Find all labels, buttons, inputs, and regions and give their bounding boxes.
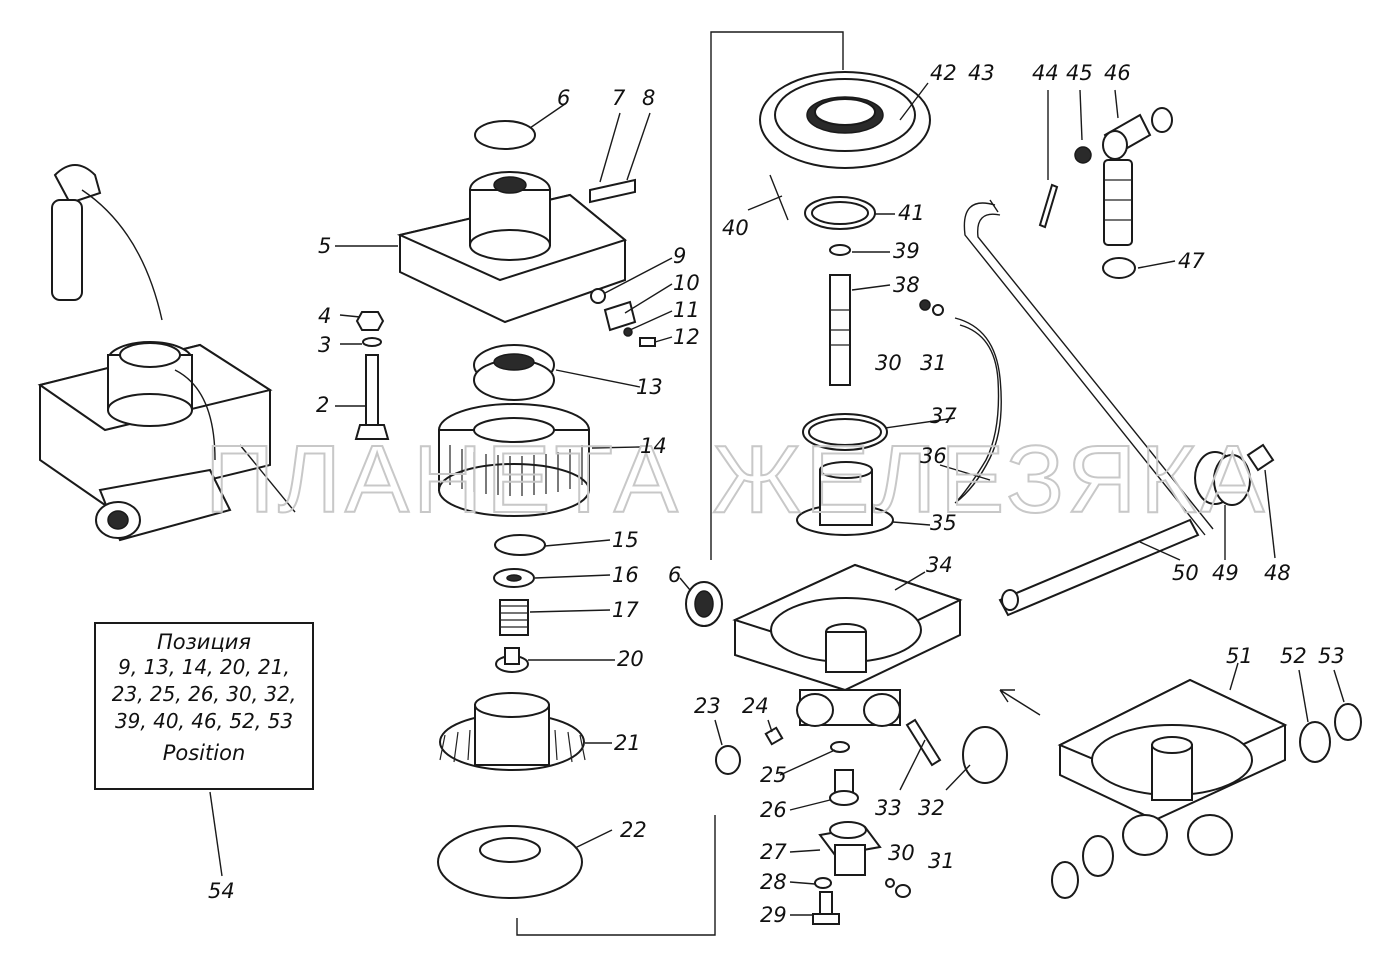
label-39: 39 <box>893 239 920 263</box>
label-34: 34 <box>926 553 953 577</box>
label-32: 32 <box>918 796 945 820</box>
label-31-lower: 31 <box>928 849 955 873</box>
label-38: 38 <box>893 273 920 297</box>
leader-lines <box>209 82 1345 916</box>
label-31-upper: 31 <box>920 351 947 375</box>
label-30-upper: 30 <box>875 351 902 375</box>
label-41: 41 <box>898 201 925 225</box>
label-15: 15 <box>612 528 639 552</box>
label-6-top: 6 <box>557 86 570 110</box>
label-12: 12 <box>673 325 700 349</box>
label-6-middle: 6 <box>668 563 681 587</box>
callout-labels: 2 3 4 5 6 6 7 8 9 10 11 12 13 14 15 16 1… <box>208 61 1345 927</box>
legend-line-2: 23, 25, 26, 30, 32, <box>111 682 297 706</box>
label-49: 49 <box>1212 561 1239 585</box>
right-column-parts <box>963 107 1362 899</box>
watermark: ПЛАНЕТА ЖЕЛЕЗЯКА <box>205 426 1268 533</box>
label-2: 2 <box>316 393 329 417</box>
label-24: 24 <box>742 694 769 718</box>
label-33: 33 <box>875 796 902 820</box>
label-54: 54 <box>208 879 235 903</box>
label-3: 3 <box>318 333 331 357</box>
label-11: 11 <box>673 298 700 322</box>
bracket-upper <box>710 31 844 560</box>
label-25: 25 <box>760 763 787 787</box>
label-48: 48 <box>1264 561 1291 585</box>
label-4: 4 <box>318 304 331 328</box>
label-30-lower: 30 <box>888 841 915 865</box>
label-10: 10 <box>673 271 700 295</box>
label-52: 52 <box>1280 644 1307 668</box>
label-37: 37 <box>930 404 957 428</box>
label-17: 17 <box>612 598 639 622</box>
label-50: 50 <box>1172 561 1199 585</box>
legend-line-3: 39, 40, 46, 52, 53 <box>114 709 294 733</box>
label-40: 40 <box>722 216 749 240</box>
assembled-valve <box>37 164 296 542</box>
label-47: 47 <box>1178 249 1205 273</box>
position-legend-box: Позиция 9, 13, 14, 20, 21, 23, 25, 26, 3… <box>94 622 314 790</box>
legend-title: Позиция <box>156 630 252 654</box>
label-13: 13 <box>636 375 663 399</box>
label-7: 7 <box>612 86 626 110</box>
label-20: 20 <box>617 647 644 671</box>
label-16: 16 <box>612 563 639 587</box>
label-21: 21 <box>614 731 641 755</box>
legend-subtitle: Position <box>162 741 246 765</box>
label-29: 29 <box>760 903 787 927</box>
label-23: 23 <box>694 694 721 718</box>
label-14: 14 <box>640 434 667 458</box>
legend-line-1: 9, 13, 14, 20, 21, <box>118 655 290 679</box>
label-27: 27 <box>760 840 787 864</box>
label-36: 36 <box>920 444 947 468</box>
middle-column-parts <box>685 71 1008 925</box>
label-26: 26 <box>760 798 787 822</box>
left-column-parts <box>354 120 656 899</box>
label-51: 51 <box>1226 644 1253 668</box>
label-53: 53 <box>1318 644 1345 668</box>
label-28: 28 <box>760 870 787 894</box>
label-43: 43 <box>968 61 995 85</box>
label-22: 22 <box>620 818 647 842</box>
label-46: 46 <box>1104 61 1131 85</box>
label-45: 45 <box>1066 61 1093 85</box>
label-44: 44 <box>1032 61 1059 85</box>
label-5: 5 <box>318 234 331 258</box>
label-8: 8 <box>642 86 655 110</box>
label-35: 35 <box>930 511 957 535</box>
label-9: 9 <box>673 244 686 268</box>
label-42: 42 <box>930 61 957 85</box>
bracket-lower <box>516 815 716 936</box>
